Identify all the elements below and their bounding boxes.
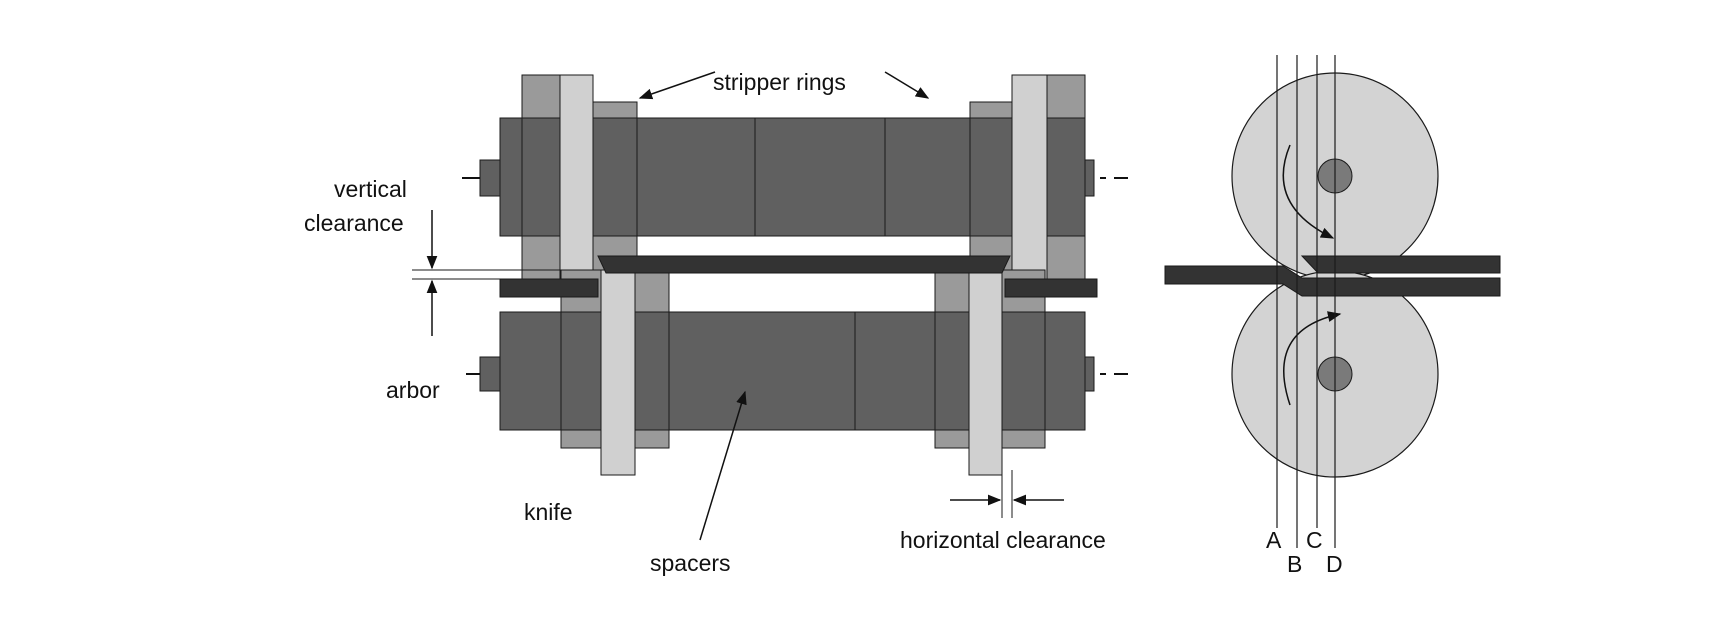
label-arbor: arbor	[386, 377, 440, 403]
label-vertical: vertical	[334, 176, 407, 202]
spacers-leader	[699, 390, 747, 541]
label-stripper-rings: stripper rings	[713, 69, 846, 95]
strip-edge-left	[499, 278, 599, 298]
section-label-a: A	[1266, 527, 1282, 553]
section-label-b: B	[1287, 551, 1302, 577]
lower-roll-rotation-arrow	[1283, 311, 1342, 406]
lower-shaft-stub-left	[479, 356, 503, 392]
label-spacers: spacers	[650, 550, 731, 576]
upper-spacer-right	[969, 117, 1013, 237]
strip-edge-right	[1004, 278, 1098, 298]
strip-material	[499, 255, 1098, 298]
stripper-rings-leader-left	[638, 71, 716, 100]
lower-arbor-assembly	[466, 269, 1128, 476]
side-strip-main	[1164, 265, 1501, 297]
upper-knife-left	[559, 74, 594, 281]
label-clearance: clearance	[304, 210, 404, 236]
horizontal-clearance-dimension	[950, 470, 1064, 518]
upper-knife-right	[1011, 74, 1048, 281]
label-horizontal-clearance: horizontal clearance	[900, 527, 1106, 553]
upper-spacer-outer-left	[521, 117, 561, 237]
section-label-c: C	[1306, 527, 1323, 553]
side-view	[1164, 55, 1501, 548]
lower-knife-left	[600, 269, 636, 476]
label-knife: knife	[524, 499, 573, 525]
section-label-d: D	[1326, 551, 1343, 577]
stripper-rings-leader-right	[884, 71, 930, 99]
vertical-clearance-dimension	[412, 210, 598, 336]
lower-knife-right	[968, 269, 1003, 476]
upper-spacer-left	[592, 117, 638, 237]
upper-roll-rotation-arrow	[1282, 144, 1335, 239]
upper-arbor-assembly	[462, 74, 1128, 281]
strip-center-raised	[597, 255, 1011, 274]
side-strip-upper	[1300, 255, 1501, 274]
upper-spacer-outer-right	[1046, 117, 1086, 237]
upper-shaft-stub-left	[479, 159, 503, 197]
